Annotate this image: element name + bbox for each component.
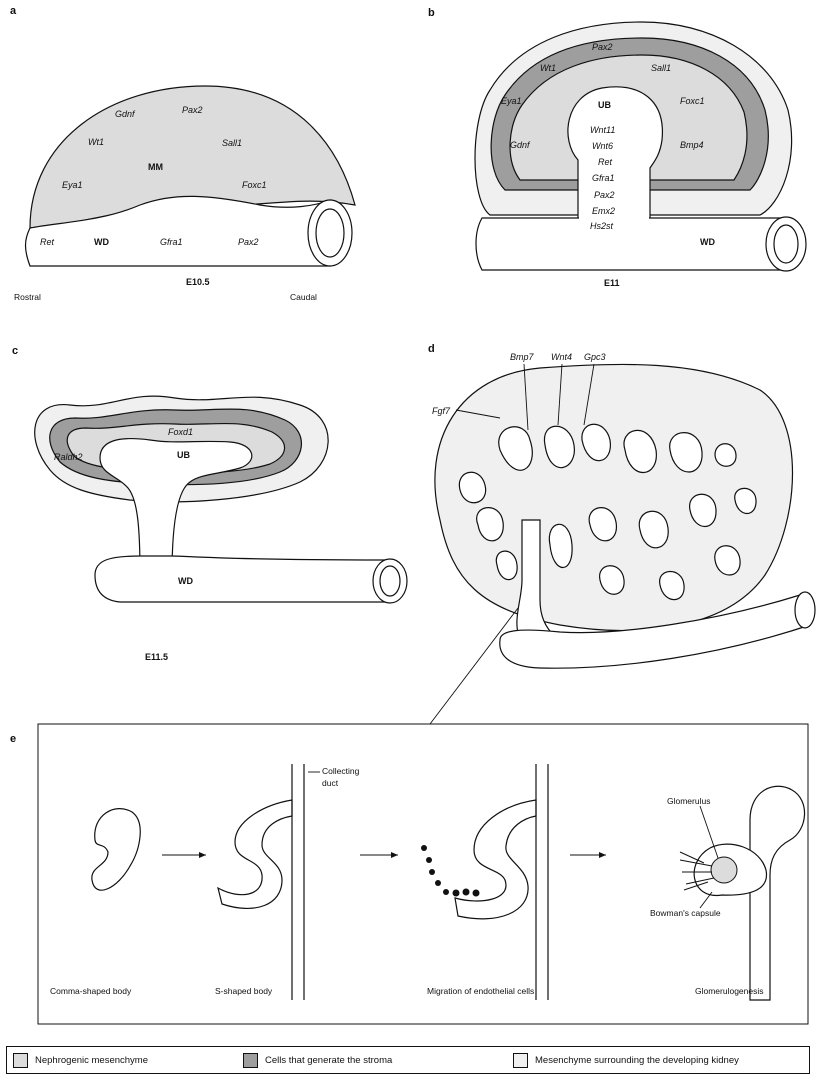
legend-swatch <box>243 1053 258 1068</box>
nephron-loop <box>715 444 736 467</box>
gene-label: Gfra1 <box>592 173 615 183</box>
caption-glomerulogenesis: Glomerulogenesis <box>695 986 764 996</box>
panel-e-letter: e <box>10 733 16 745</box>
gene-label: Gdnf <box>510 140 531 150</box>
panel-e: e Collecting duct <box>10 724 808 1024</box>
gene-label: Bmp4 <box>680 140 704 150</box>
gene-label: Fgf7 <box>432 406 451 416</box>
legend-swatch <box>13 1053 28 1068</box>
zoom-indicator-line <box>430 608 518 724</box>
panel-d: d Bmp7 Wnt4 Gpc3 Fgf7 <box>428 343 815 724</box>
mm-label: MM <box>148 162 163 172</box>
stage-label: E11.5 <box>145 652 168 662</box>
gene-label: Ret <box>598 157 613 167</box>
panel-b-letter: b <box>428 7 435 19</box>
gene-label: Wnt4 <box>551 352 572 362</box>
panel-d-letter: d <box>428 343 435 355</box>
wd-tube-lumen <box>774 225 798 263</box>
legend-swatch <box>513 1053 528 1068</box>
caudal-label: Caudal <box>290 292 317 302</box>
wd-tube-lumen <box>316 209 344 257</box>
panel-e-frame <box>38 724 808 1024</box>
panel-b: b Pax2 Wt1 Sall1 Eya1 Foxc1 Gdnf Bmp4 UB… <box>428 7 806 288</box>
caption-migration: Migration of endothelial cells <box>427 986 534 996</box>
gene-label: Sall1 <box>222 138 242 148</box>
wd-label: WD <box>178 576 193 586</box>
legend-item-nephrogenic: Nephrogenic mesenchyme <box>13 1053 243 1068</box>
legend-item-stroma: Cells that generate the stroma <box>243 1053 513 1068</box>
gene-label: Pax2 <box>594 190 615 200</box>
bowmans-capsule-label: Bowman's capsule <box>650 908 721 918</box>
stage-label: E11 <box>604 278 620 288</box>
legend-label: Mesenchyme surrounding the developing ki… <box>535 1055 739 1066</box>
gene-label: Raldh2 <box>54 452 83 462</box>
gene-label: Wt1 <box>88 137 104 147</box>
glomerulus-label: Glomerulus <box>667 796 710 806</box>
gene-label: Wnt11 <box>590 125 615 135</box>
collecting-duct-label-2: duct <box>322 778 339 788</box>
s-shaped-body-migrating <box>455 800 536 919</box>
panel-c: c Foxd1 Raldh2 UB WD E11.5 <box>12 345 407 662</box>
gene-label: Foxd1 <box>168 427 193 437</box>
wolffian-duct-shape <box>476 218 786 270</box>
wd-label: WD <box>94 237 109 247</box>
ureter-end <box>795 592 815 628</box>
caption-s-shaped-body: S-shaped body <box>215 986 273 996</box>
nephron-tubule <box>750 786 805 1000</box>
gene-label: Gfra1 <box>160 237 183 247</box>
wd-tube-lumen <box>380 566 400 596</box>
legend-label: Nephrogenic mesenchyme <box>35 1055 148 1066</box>
legend-item-surrounding: Mesenchyme surrounding the developing ki… <box>513 1053 739 1068</box>
comma-shaped-body <box>92 809 140 891</box>
endothelial-cells <box>421 845 480 897</box>
ub-label: UB <box>598 100 611 110</box>
gene-label: Ret <box>40 237 55 247</box>
gene-label: Wnt6 <box>592 141 613 151</box>
wolffian-duct-shape <box>95 556 390 602</box>
ub-label: UB <box>177 450 190 460</box>
gene-label: Foxc1 <box>242 180 267 190</box>
gene-label: Pax2 <box>238 237 259 247</box>
gene-label: Eya1 <box>501 96 522 106</box>
panel-a: a Gdnf Pax2 Wt1 Sall1 MM Eya1 Foxc1 Ret … <box>10 5 355 302</box>
stage-label: E10.5 <box>186 277 210 287</box>
caption-comma-shaped-body: Comma-shaped body <box>50 986 132 996</box>
gene-label: Bmp7 <box>510 352 535 362</box>
collecting-duct-label: Collecting <box>322 766 360 776</box>
panel-c-letter: c <box>12 345 18 357</box>
gene-label: Eya1 <box>62 180 83 190</box>
panel-a-letter: a <box>10 5 17 17</box>
gene-label: Wt1 <box>540 63 556 73</box>
legend-label: Cells that generate the stroma <box>265 1055 392 1066</box>
gene-label: Emx2 <box>592 206 615 216</box>
gene-label: Foxc1 <box>680 96 705 106</box>
gene-label: Gdnf <box>115 109 136 119</box>
glomerulus-shape <box>711 857 737 883</box>
rostral-label: Rostral <box>14 292 41 302</box>
s-shaped-body <box>218 800 292 908</box>
gene-label: Hs2st <box>590 221 614 231</box>
ureteric-bud-shape <box>568 87 662 230</box>
gene-label: Sall1 <box>651 63 671 73</box>
ureteric-bud-shape <box>100 439 252 575</box>
wd-label: WD <box>700 237 715 247</box>
gene-label: Gpc3 <box>584 352 606 362</box>
legend: Nephrogenic mesenchyme Cells that genera… <box>6 1046 810 1074</box>
gene-label: Pax2 <box>592 42 613 52</box>
gene-label: Pax2 <box>182 105 203 115</box>
